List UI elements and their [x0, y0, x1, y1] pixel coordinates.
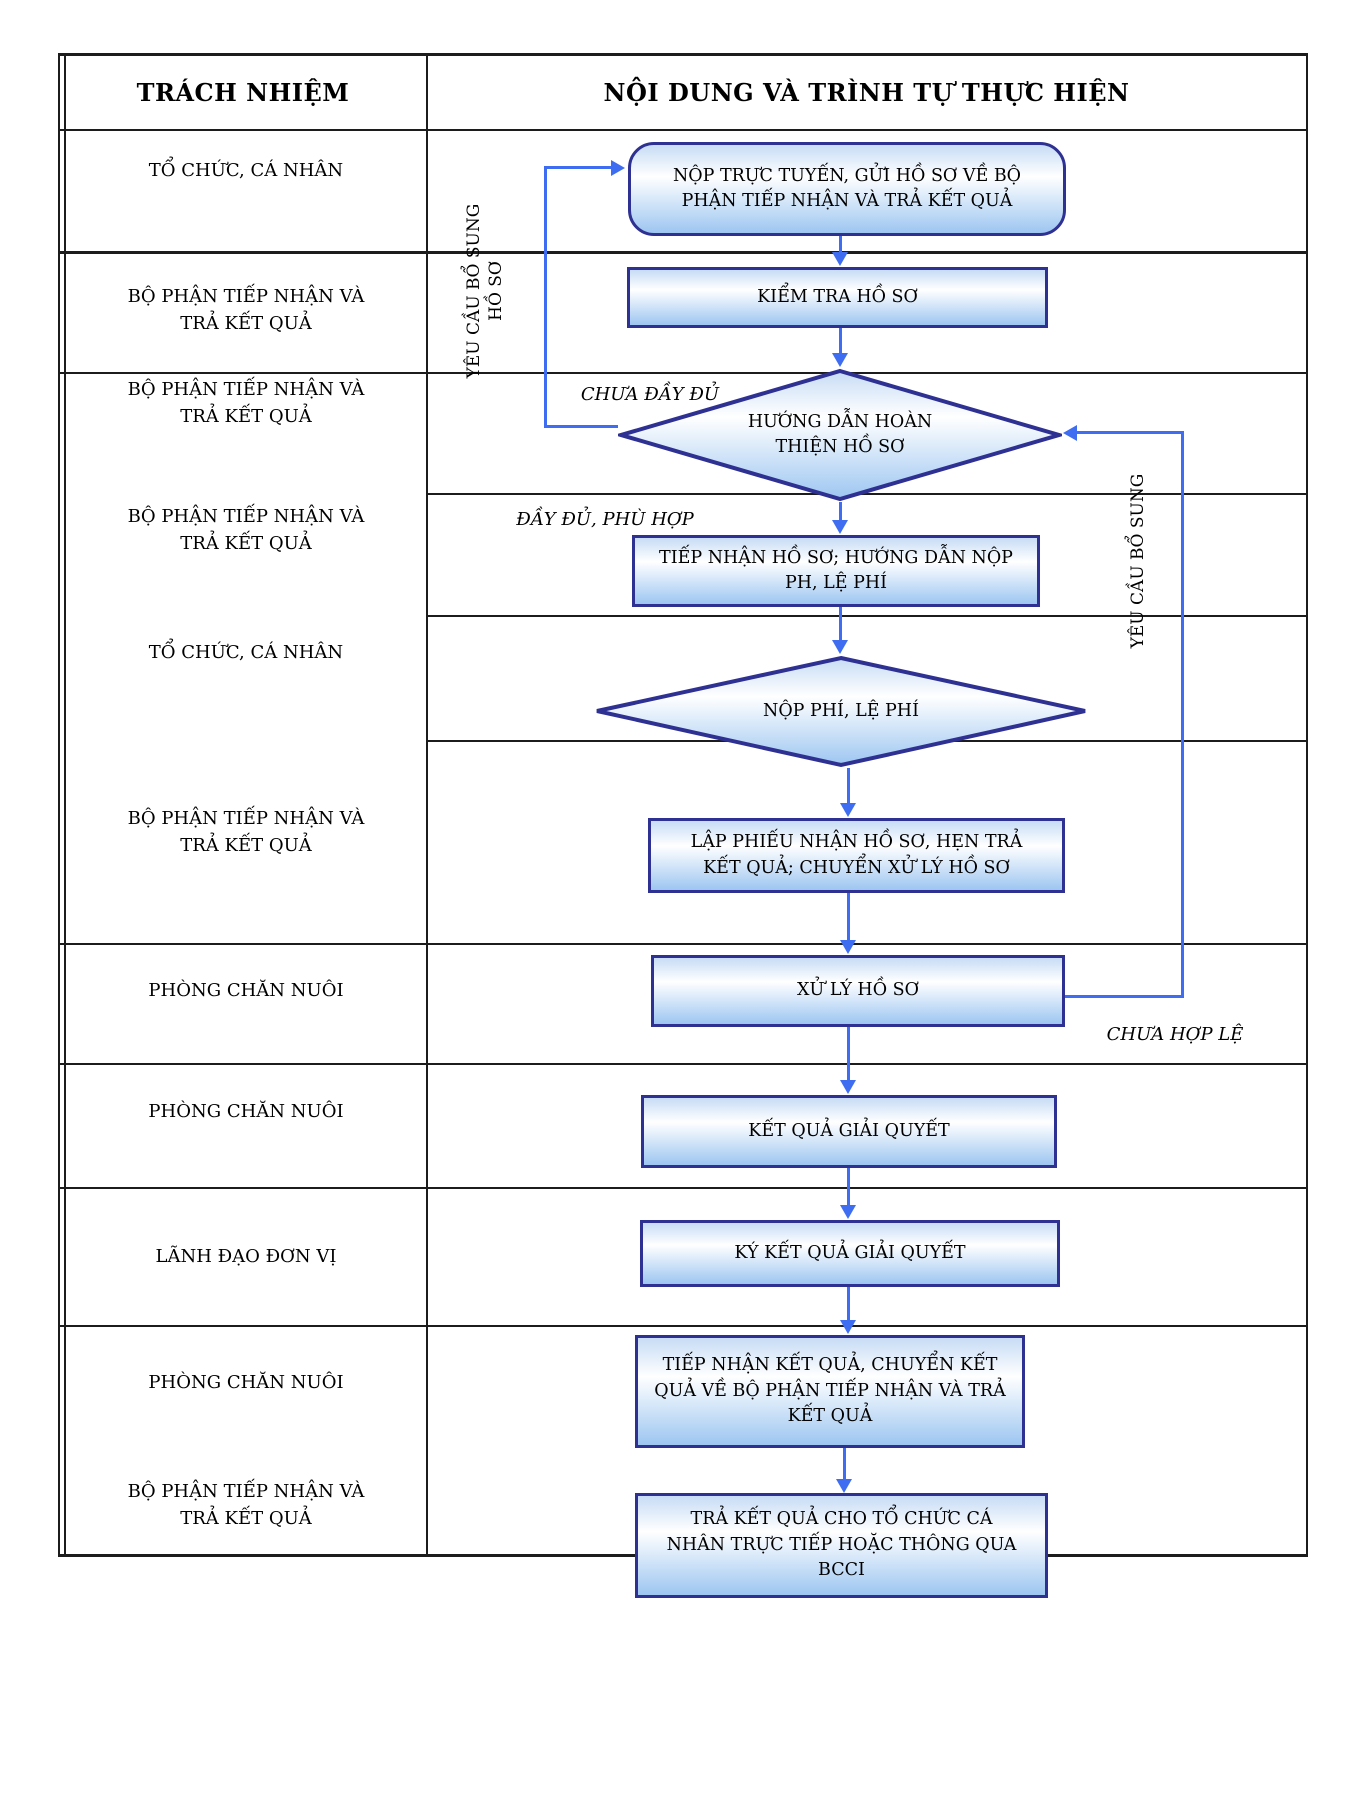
responsibility-label: BỘ PHẬN TIẾP NHẬN VÀ TRẢ KẾT QUẢ [127, 506, 365, 554]
feedback-line-left-top [544, 166, 612, 169]
table-row-line [58, 129, 1308, 131]
responsibility-label: BỘ PHẬN TIẾP NHẬN VÀ TRẢ KẾT QUẢ [127, 379, 365, 427]
arrow-line [839, 328, 842, 354]
feedback-label-request-supplement-left: YÊU CẦU BỔ SUNG HỒ SƠ [464, 203, 507, 379]
table-column-divider [426, 53, 428, 1557]
feedback-line-left-vertical [544, 167, 547, 428]
arrow-down-icon [832, 252, 848, 266]
flow-node-return-result: TRẢ KẾT QUẢ CHO TỔ CHỨC CÁ NHÂN TRỰC TIẾ… [635, 1493, 1048, 1598]
arrow-line [839, 502, 842, 521]
condition-label-complete: ĐẦY ĐỦ, PHÙ HỢP [516, 509, 694, 530]
table-row-line [58, 1325, 1308, 1327]
responsibility-label: LÃNH ĐẠO ĐƠN VỊ [155, 1245, 337, 1267]
feedback-label-request-supplement-right: YÊU CẦU BỔ SUNG [1128, 473, 1148, 649]
arrow-left-icon [1063, 425, 1077, 441]
arrow-line [847, 1168, 850, 1206]
responsibility-label: TỔ CHỨC, CÁ NHÂN [148, 641, 344, 663]
condition-label-not-valid: CHƯA HỢP LỆ [1106, 1024, 1244, 1045]
table-row-line [58, 1187, 1308, 1189]
flow-node-receive-result: TIẾP NHẬN KẾT QUẢ, CHUYỂN KẾT QUẢ VỀ BỘ … [635, 1335, 1025, 1448]
table-row-line [58, 251, 1308, 254]
flow-node-submit-online: NỘP TRỰC TUYẾN, GỬI HỒ SƠ VỀ BỘ PHẬN TIẾ… [628, 142, 1066, 236]
flow-node-result: KẾT QUẢ GIẢI QUYẾT [641, 1095, 1057, 1168]
table-row-line [58, 943, 1308, 945]
arrow-line [847, 893, 850, 941]
arrow-down-icon [832, 520, 848, 534]
table-border-left-inner [64, 53, 66, 1557]
arrow-line [847, 1027, 850, 1081]
table-row-line [58, 1063, 1308, 1065]
flow-node-sign-result: KÝ KẾT QUẢ GIẢI QUYẾT [640, 1220, 1060, 1287]
arrow-down-icon [840, 940, 856, 954]
arrow-line [839, 607, 842, 641]
feedback-line-right-top [1076, 431, 1184, 434]
arrow-line [843, 1448, 846, 1480]
responsibility-label: BỘ PHẬN TIẾP NHẬN VÀ TRẢ KẾT QUẢ [127, 286, 365, 334]
header-responsibility: TRÁCH NHIỆM [136, 77, 350, 107]
arrow-down-icon [840, 803, 856, 817]
responsibility-label: PHÒNG CHĂN NUÔI [148, 979, 344, 1001]
decision-diamond-guide-completion [618, 368, 1062, 502]
flow-node-process-dossier: XỬ LÝ HỒ SƠ [651, 955, 1065, 1027]
responsibility-label: PHÒNG CHĂN NUÔI [148, 1371, 344, 1393]
flow-node-make-receipt: LẬP PHIẾU NHẬN HỒ SƠ, HẸN TRẢ KẾT QUẢ; C… [648, 818, 1065, 893]
condition-label-not-complete: CHƯA ĐẦY ĐỦ [580, 384, 720, 405]
feedback-line-right-vertical [1181, 431, 1184, 998]
feedback-line-left-bottom [544, 425, 618, 428]
feedback-line-right-bottom [1065, 995, 1184, 998]
arrow-down-icon [832, 353, 848, 367]
arrow-down-icon [836, 1479, 852, 1493]
responsibility-label: TỔ CHỨC, CÁ NHÂN [148, 159, 344, 181]
responsibility-label: BỘ PHẬN TIẾP NHẬN VÀ TRẢ KẾT QUẢ [127, 1481, 365, 1529]
arrow-down-icon [832, 640, 848, 654]
arrow-down-icon [840, 1320, 856, 1334]
table-border-top [58, 53, 1308, 56]
table-row-line-right-only [427, 493, 1308, 495]
decision-diamond-pay-fee [596, 655, 1086, 768]
table-row-line-right-only [427, 615, 1308, 617]
table-border-left [58, 53, 60, 1557]
responsibility-label: BỘ PHẬN TIẾP NHẬN VÀ TRẢ KẾT QUẢ [127, 808, 365, 856]
arrow-down-icon [840, 1080, 856, 1094]
arrow-line [847, 768, 850, 804]
flow-node-receive-dossier: TIẾP NHẬN HỒ SƠ; HƯỚNG DẪN NỘP PH, LỆ PH… [632, 535, 1040, 607]
arrow-down-icon [840, 1205, 856, 1219]
arrow-line [847, 1287, 850, 1321]
table-row-line [58, 372, 1308, 374]
flow-node-check-dossier: KIỂM TRA HỒ SƠ [627, 267, 1048, 328]
responsibility-label: PHÒNG CHĂN NUÔI [148, 1100, 344, 1122]
diamond-shape [618, 368, 1062, 502]
arrow-right-icon [611, 160, 625, 176]
arrow-line [839, 236, 842, 254]
header-content: NỘI DUNG VÀ TRÌNH TỰ THỰC HIỆN [603, 77, 1130, 107]
table-border-right [1306, 53, 1308, 1557]
diamond-shape [596, 655, 1086, 768]
